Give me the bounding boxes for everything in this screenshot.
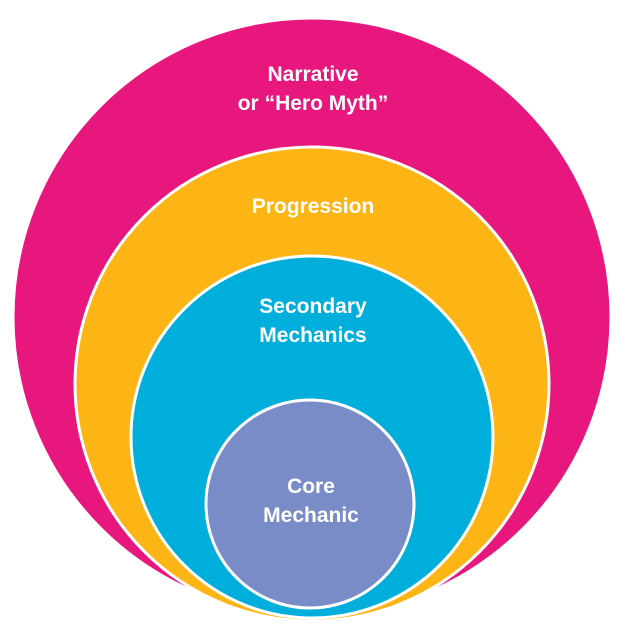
core-mechanic-label: Core Mechanic: [0, 472, 624, 530]
secondary-mechanics-label-line2: Mechanics: [259, 324, 367, 347]
core-mechanic-label-line2: Mechanic: [263, 504, 359, 527]
secondary-mechanics-label: Secondary Mechanics: [0, 292, 626, 350]
progression-label-line1: Progression: [251, 195, 375, 218]
secondary-mechanics-label-line1: Secondary: [259, 295, 367, 318]
narrative-label-line1: Narrative: [267, 63, 359, 86]
narrative-label-line2: or “Hero Myth”: [237, 92, 389, 115]
narrative-label: Narrative or “Hero Myth”: [0, 60, 626, 118]
core-mechanic-label-line1: Core: [287, 475, 335, 498]
core-mechanic-circle: [204, 398, 416, 610]
progression-label: Progression: [0, 192, 626, 221]
